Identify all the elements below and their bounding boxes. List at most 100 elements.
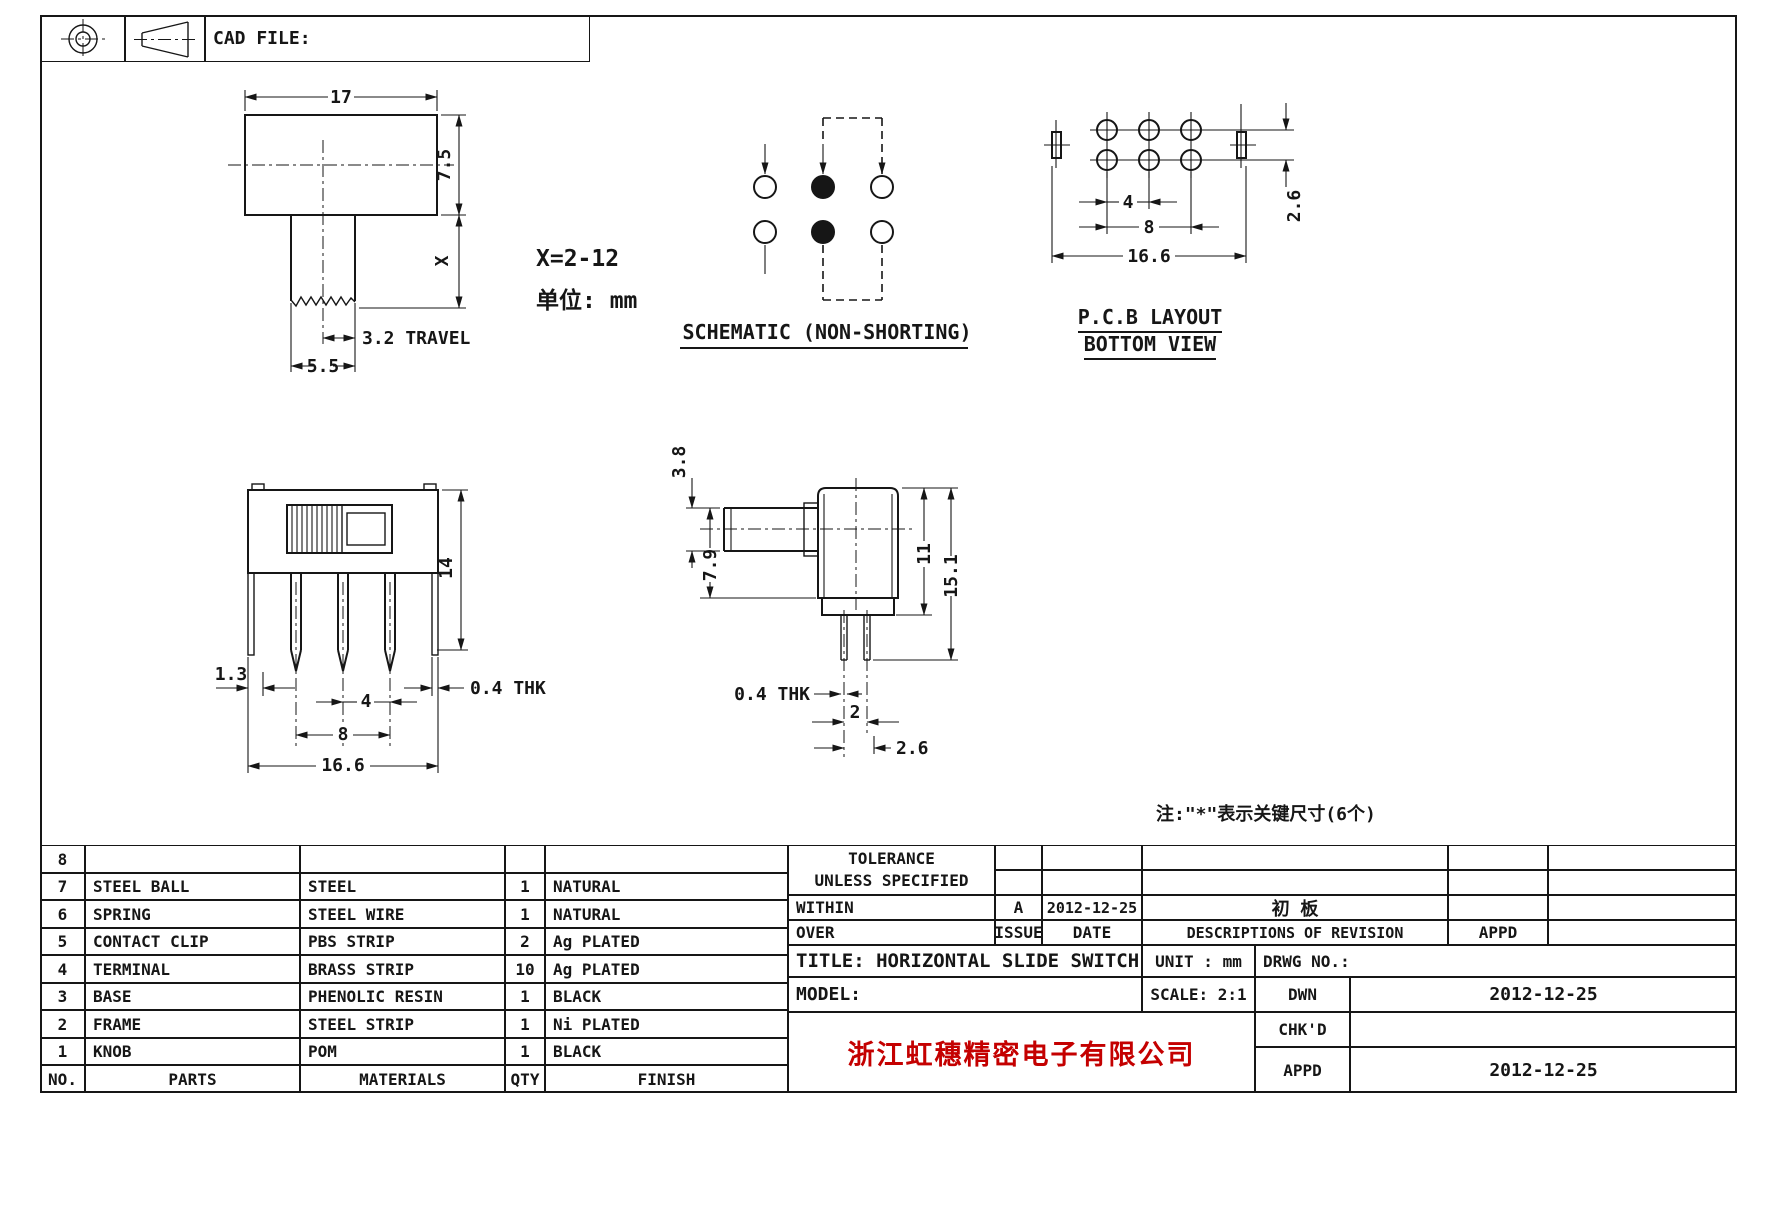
company-name: 浙江虹穗精密电子有限公司 <box>788 1012 1255 1093</box>
parts-material-cell: STEEL STRIP <box>300 1010 505 1038</box>
parts-name-cell: BASE <box>85 983 300 1010</box>
parts-qty-cell: 1 <box>505 873 545 900</box>
tolerance-cell: TOLERANCE UNLESS SPECIFIED <box>788 845 995 895</box>
revision-empty-cell <box>1548 870 1737 895</box>
cone-symbol-cell <box>125 15 205 62</box>
pin-dim-tab-label: 1.3 <box>215 664 248 685</box>
unit-label: UNIT : mm <box>1142 945 1255 977</box>
side-dim-body-height-label: 11 <box>914 543 935 565</box>
revision-empty-cell <box>1448 845 1548 870</box>
parts-qty-cell: 2 <box>505 928 545 955</box>
revision-description-header: DESCRIPTIONS OF REVISION <box>1142 920 1448 945</box>
revision-description-value: 初 板 <box>1142 895 1448 920</box>
parts-header-finish: FINISH <box>545 1065 788 1093</box>
parts-finish-cell: BLACK <box>545 983 788 1010</box>
parts-header-no: NO. <box>40 1065 85 1093</box>
dwn-date: 2012-12-25 <box>1350 977 1737 1012</box>
dim-stem-label: X <box>432 255 453 266</box>
parts-qty-cell: 1 <box>505 900 545 928</box>
pin-dim-height-label: 14 <box>436 557 457 579</box>
parts-name-cell: KNOB <box>85 1038 300 1065</box>
dim-width-label: 17 <box>330 87 352 108</box>
drawing-title: TITLE: HORIZONTAL SLIDE SWITCH <box>788 945 1142 977</box>
parts-name-cell: TERMINAL <box>85 955 300 983</box>
revision-empty-cell <box>1548 895 1737 920</box>
parts-no-cell: 2 <box>40 1010 85 1038</box>
scale-label: SCALE: 2:1 <box>1142 977 1255 1012</box>
revision-empty-cell <box>995 845 1042 870</box>
issue-value: A <box>995 895 1042 920</box>
parts-material-cell: PBS STRIP <box>300 928 505 955</box>
pcb-caption-line2: BOTTOM VIEW <box>1084 332 1217 356</box>
appd-header: APPD <box>1448 920 1548 945</box>
dwn-label: DWN <box>1255 977 1350 1012</box>
issue-header: ISSUE <box>995 920 1042 945</box>
parts-no-cell: 7 <box>40 873 85 900</box>
parts-material-cell: POM <box>300 1038 505 1065</box>
parts-no-cell: 3 <box>40 983 85 1010</box>
parts-finish-cell: Ni PLATED <box>545 1010 788 1038</box>
side-dim-row-pitch-label: 2.6 <box>896 738 929 759</box>
drwg-no-label: DRWG NO.: <box>1255 945 1737 977</box>
pcb-dim-pitch-label: 4 <box>1123 192 1134 213</box>
parts-no-cell: 5 <box>40 928 85 955</box>
side-dim-pin-gap-label: 2 <box>850 702 861 723</box>
side-dim-total-height-label: 15.1 <box>941 554 962 597</box>
pin-dim-overall-label: 16.6 <box>321 755 364 776</box>
pin-front-view: 14 1.3 0.4 THK 4 8 <box>215 483 546 776</box>
schematic-caption: SCHEMATIC (NON-SHORTING) <box>683 320 972 344</box>
parts-qty-cell <box>505 845 545 873</box>
parts-header-parts: PARTS <box>85 1065 300 1093</box>
dim-stem-width-label: 5.5 <box>307 356 340 377</box>
schematic-view: SCHEMATIC (NON-SHORTING) <box>680 117 972 349</box>
revision-empty-cell <box>995 870 1042 895</box>
unit-note: 单位: mm <box>536 287 637 314</box>
revision-appd-value <box>1448 895 1548 920</box>
key-dimension-note: 注:"*"表示关键尺寸(6个) <box>1156 803 1376 825</box>
parts-qty-cell: 10 <box>505 955 545 983</box>
pin-dim-thickness-label: 0.4 THK <box>470 678 546 699</box>
revision-date-value: 2012-12-25 <box>1042 895 1142 920</box>
date-header: DATE <box>1042 920 1142 945</box>
parts-finish-cell: NATURAL <box>545 873 788 900</box>
projection-cone-icon <box>134 21 198 58</box>
parts-finish-cell: NATURAL <box>545 900 788 928</box>
revision-empty-cell <box>1548 920 1737 945</box>
parts-material-cell: STEEL <box>300 873 505 900</box>
revision-empty-cell <box>1042 845 1142 870</box>
appd-label: APPD <box>1255 1047 1350 1093</box>
pcb-caption-line1: P.C.B LAYOUT <box>1078 305 1223 329</box>
parts-qty-cell: 1 <box>505 1010 545 1038</box>
chkd-date <box>1350 1012 1737 1047</box>
tolerance-within-label: WITHIN <box>788 895 995 920</box>
parts-no-cell: 4 <box>40 955 85 983</box>
parts-name-cell <box>85 845 300 873</box>
side-view: 3.8 7.9 11 15.1 0.4 THK 2 <box>669 446 962 759</box>
parts-name-cell: SPRING <box>85 900 300 928</box>
appd-date: 2012-12-25 <box>1350 1047 1737 1093</box>
front-view: 17 7.5 X 3.2 TRAVEL 5.5 X=2-12 单位: mm <box>228 87 637 377</box>
parts-name-cell: CONTACT CLIP <box>85 928 300 955</box>
parts-material-cell: BRASS STRIP <box>300 955 505 983</box>
parts-qty-cell: 1 <box>505 1038 545 1065</box>
parts-no-cell: 1 <box>40 1038 85 1065</box>
pin-dim-pitch-label: 4 <box>361 691 372 712</box>
parts-name-cell: STEEL BALL <box>85 873 300 900</box>
first-angle-projection-icon <box>61 19 105 59</box>
parts-name-cell: FRAME <box>85 1010 300 1038</box>
parts-header-qty: QTY <box>505 1065 545 1093</box>
pcb-layout-view: 4 8 16.6 2.6 P.C.B LAYOUT BOTTOM VIEW <box>1044 103 1305 360</box>
pcb-dim-overall-label: 16.6 <box>1127 246 1170 267</box>
tolerance-line1: TOLERANCE <box>848 849 935 868</box>
pin-dim-outer-pitch-label: 8 <box>338 724 349 745</box>
revision-empty-cell <box>1142 870 1448 895</box>
cad-file-label: CAD FILE: <box>205 15 590 62</box>
parts-no-cell: 6 <box>40 900 85 928</box>
parts-header-materials: MATERIALS <box>300 1065 505 1093</box>
pcb-dim-row-pitch-label: 2.6 <box>1284 190 1305 223</box>
parts-qty-cell: 1 <box>505 983 545 1010</box>
parts-material-cell: PHENOLIC RESIN <box>300 983 505 1010</box>
tolerance-line2: UNLESS SPECIFIED <box>814 871 969 890</box>
parts-material-cell <box>300 845 505 873</box>
